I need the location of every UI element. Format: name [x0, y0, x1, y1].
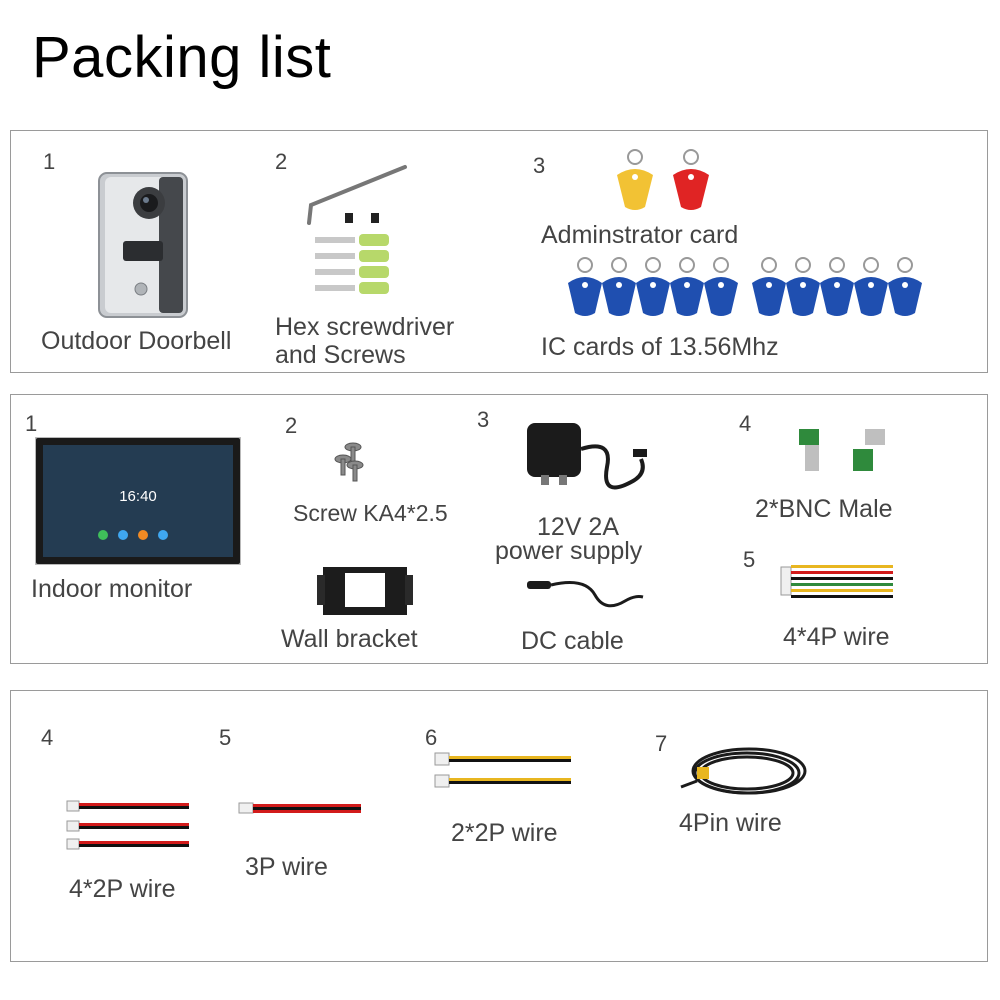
item-number: 4: [41, 725, 54, 750]
ic-cards-image: [561, 255, 951, 321]
bnc-label: 2*BNC Male: [755, 495, 893, 523]
indoor-monitor-label: Indoor monitor: [31, 575, 193, 603]
item-number: 3: [477, 407, 490, 432]
power-supply-label-line2: power supply: [495, 537, 643, 565]
ic-card-fob: [568, 257, 602, 316]
item-number: 2: [285, 413, 298, 438]
ic-card-fob: [786, 257, 820, 316]
ic-card-fob: [752, 257, 786, 316]
2x2p-wire-image: [433, 751, 573, 791]
ic-card-fob: [820, 257, 854, 316]
hex-screwdriver-label-line2: and Screws: [275, 341, 406, 369]
indoor-monitor-image: 16:40: [35, 437, 241, 565]
item-number: 7: [655, 731, 668, 756]
4pin-wire-image: [677, 741, 811, 801]
ic-cards-label: IC cards of 13.56Mhz: [541, 333, 779, 361]
administrator-card-label: Adminstrator card: [541, 221, 739, 249]
item-number: 2: [275, 149, 288, 174]
4p-wire-image: [779, 559, 895, 605]
ic-card-fob: [888, 257, 922, 316]
panel-outdoor-unit: 1 Outdoor Doorbell 2 Hex screwd: [10, 130, 988, 373]
outdoor-doorbell-image: [97, 171, 189, 319]
ic-card-fob: [602, 257, 636, 316]
power-supply-label-line1: 12V 2A: [537, 513, 620, 541]
ic-card-fob: [704, 257, 738, 316]
screws-image: [325, 441, 373, 485]
item-number: 5: [219, 725, 232, 750]
item-number: 5: [743, 547, 756, 572]
item-number: 4: [739, 411, 752, 436]
item-number: 6: [425, 725, 438, 750]
4p-wire-label: 4*4P wire: [783, 623, 890, 651]
ic-card-fob: [670, 257, 704, 316]
item-number: 1: [43, 149, 56, 174]
page-title: Packing list: [32, 25, 332, 90]
hex-screwdriver-image: [295, 163, 415, 303]
dc-cable-image: [525, 573, 645, 617]
3p-wire-image: [237, 801, 363, 817]
panel-indoor-unit: 1 16:40 Indoor monitor 2 Screw KA4*2.5: [10, 394, 988, 664]
panel-wires: 4 4*2P wire 5 3P wire 6: [10, 690, 988, 962]
screws-and-anchors: [315, 234, 389, 294]
power-supply-image: [523, 419, 653, 505]
dc-cable-label: DC cable: [521, 627, 624, 655]
bnc-connectors-image: [795, 425, 891, 479]
4x2p-wire-label: 4*2P wire: [69, 875, 176, 903]
hex-screwdriver-label-line1: Hex screwdriver: [275, 313, 455, 341]
wall-bracket-label: Wall bracket: [281, 625, 418, 653]
3p-wire-label: 3P wire: [245, 853, 328, 881]
item-number: 1: [25, 411, 38, 436]
2x2p-wire-label: 2*2P wire: [451, 819, 558, 847]
screw-label: Screw KA4*2.5: [293, 500, 448, 526]
wall-bracket-image: [317, 561, 413, 621]
4pin-wire-label: 4Pin wire: [679, 809, 782, 837]
ic-card-fob: [636, 257, 670, 316]
4x2p-wire-image: [65, 797, 191, 851]
outdoor-doorbell-label: Outdoor Doorbell: [41, 327, 232, 355]
monitor-clock: 16:40: [119, 488, 157, 505]
item-number: 3: [533, 153, 546, 178]
ic-card-fob: [854, 257, 888, 316]
administrator-cards-image: [611, 147, 711, 213]
